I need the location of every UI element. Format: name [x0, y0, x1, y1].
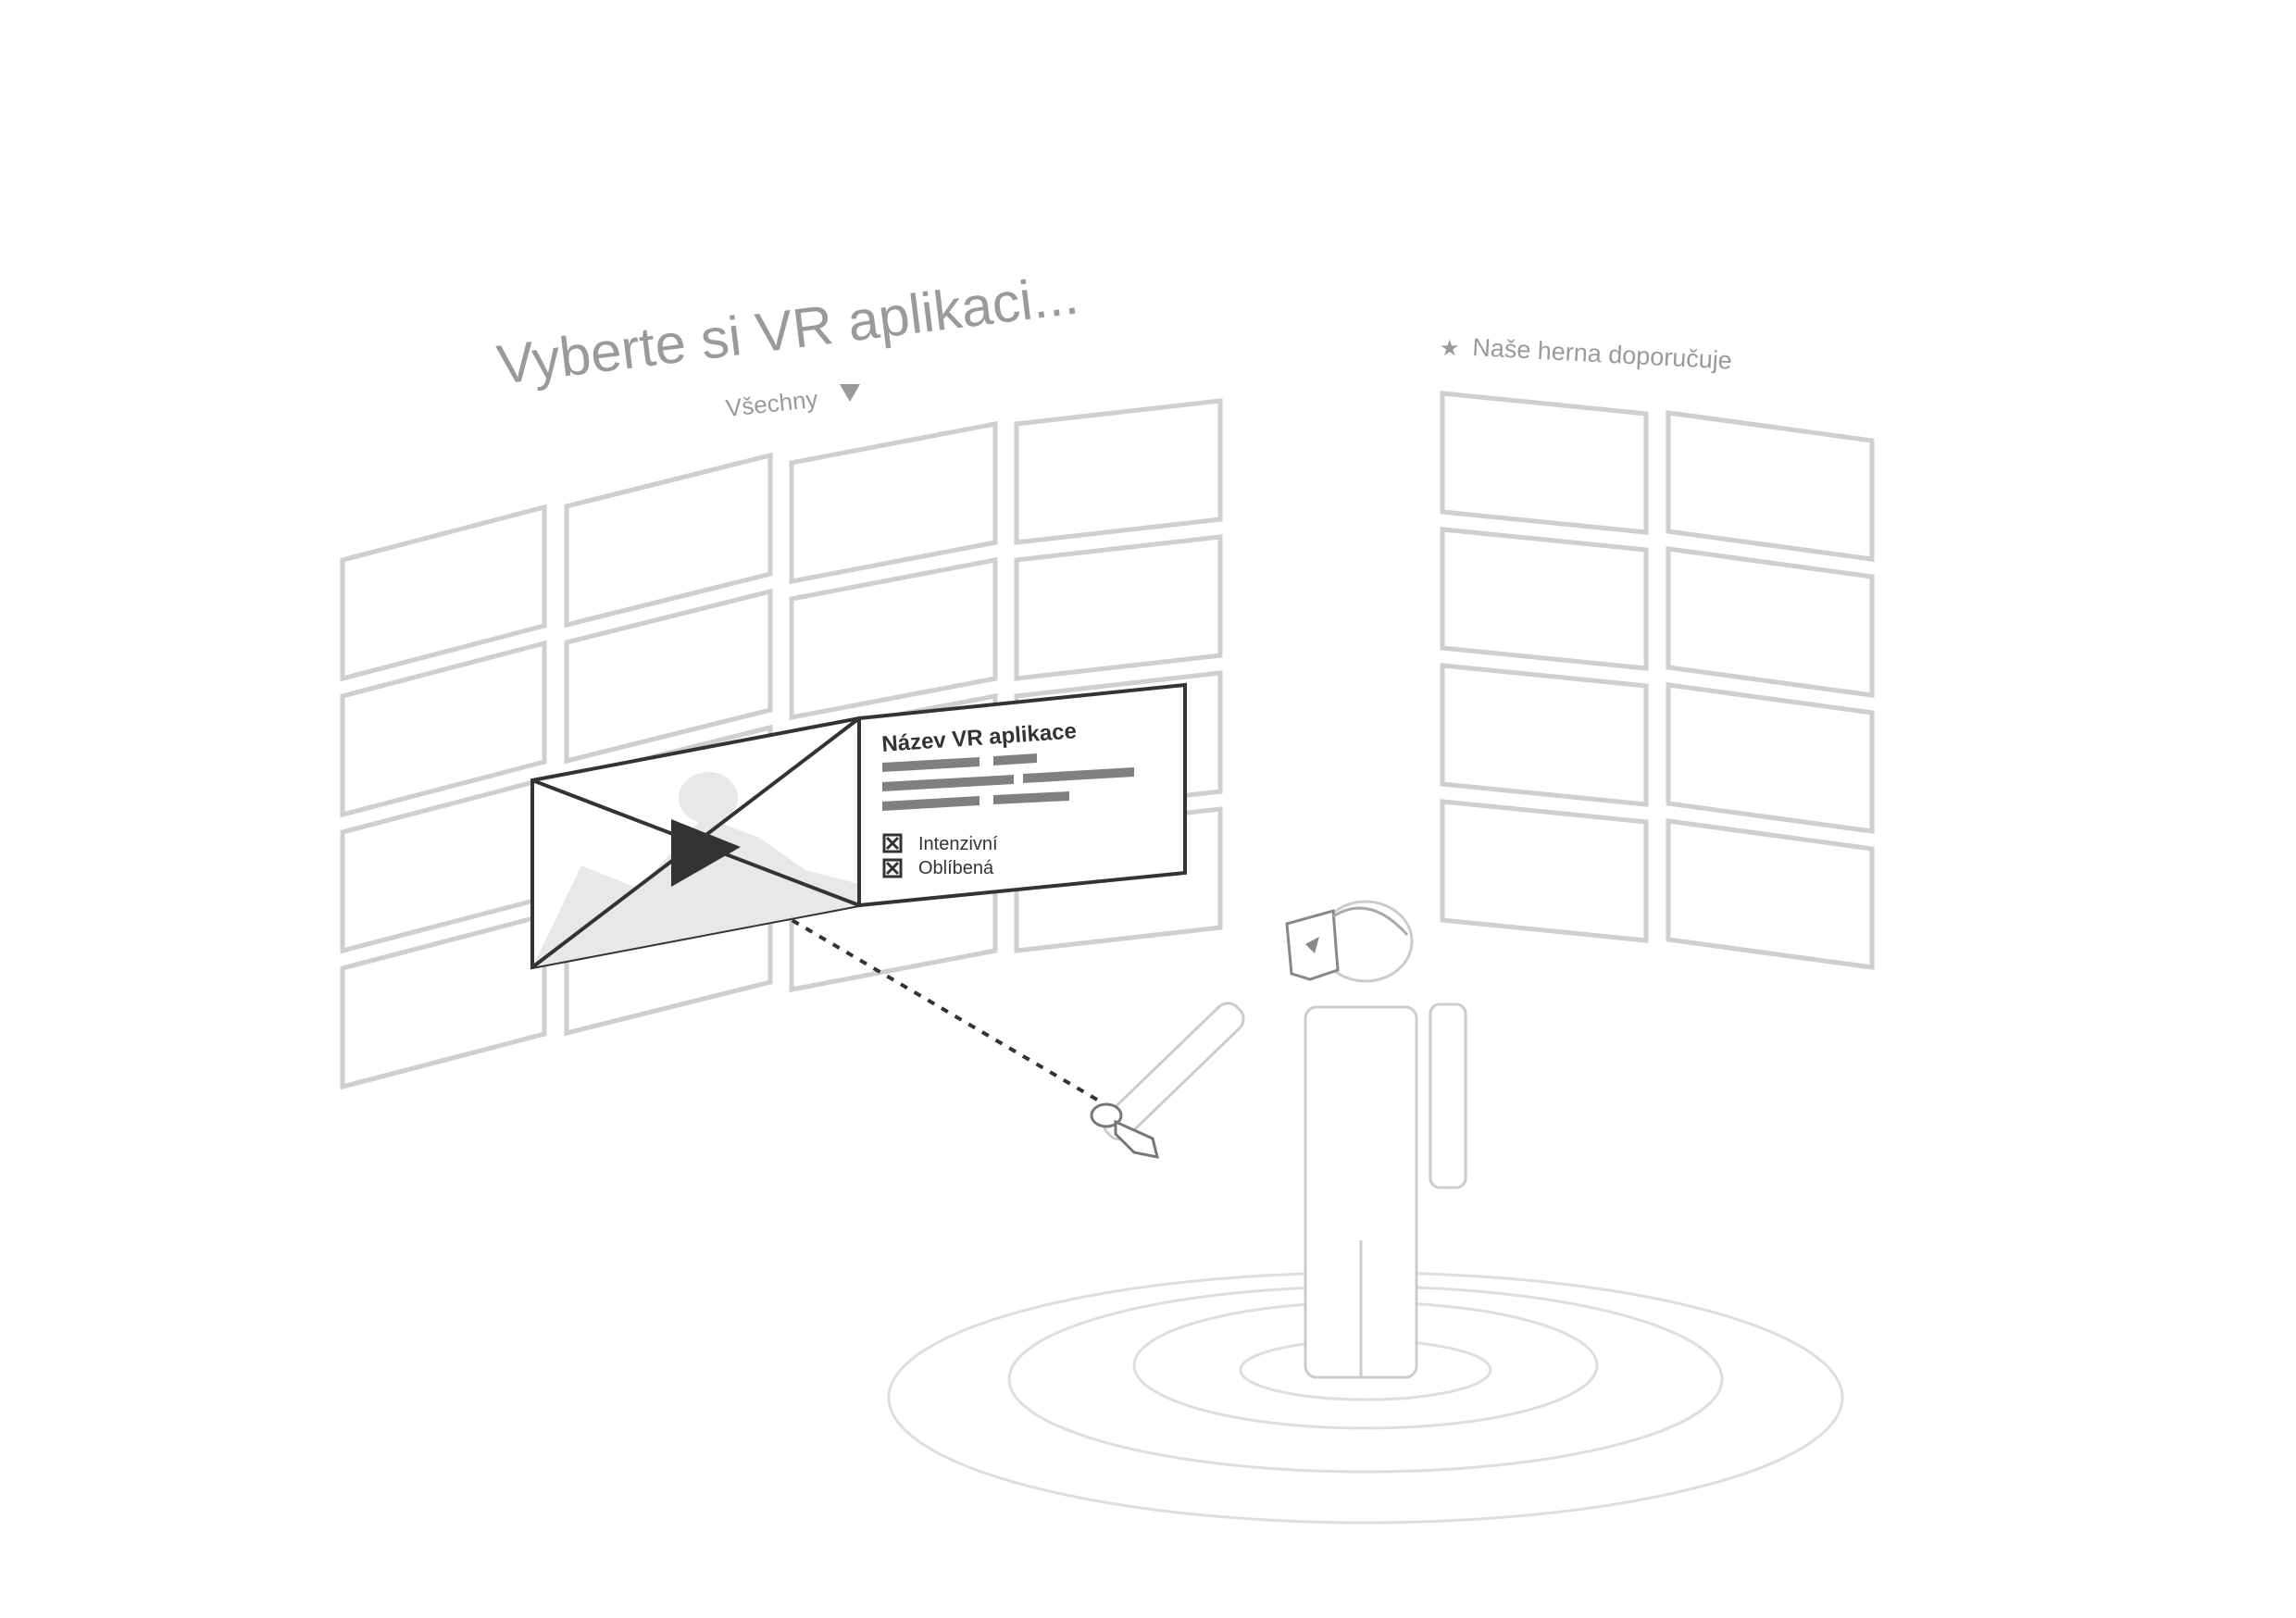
app-tile[interactable] [1014, 534, 1223, 681]
app-tile[interactable] [1440, 527, 1649, 671]
app-tile[interactable] [1666, 546, 1875, 698]
app-tile[interactable] [564, 452, 773, 629]
app-tile[interactable] [340, 912, 547, 1090]
triangle-down-icon [840, 384, 860, 402]
app-tile[interactable] [1666, 410, 1875, 562]
vr-user-figure [1090, 900, 1467, 1379]
app-info-panel: Název VR aplikace Intenzivní Oblíb [857, 682, 1187, 908]
tag-label: Oblíbená [918, 858, 994, 878]
headset-arrow-icon [1305, 937, 1319, 953]
app-tile[interactable] [1440, 799, 1649, 943]
app-tile[interactable] [340, 504, 547, 682]
app-description [882, 753, 1134, 811]
recommended-label: Naše herna doporučuje [1472, 333, 1733, 375]
app-tile[interactable] [1014, 398, 1223, 545]
app-grid-recommended [1440, 391, 1875, 970]
app-tile[interactable] [1666, 682, 1875, 834]
tag-list: Intenzivní Oblíbená [882, 833, 998, 878]
tag-oblibena[interactable]: Oblíbená [882, 858, 994, 878]
app-preview[interactable] [530, 716, 861, 970]
star-icon: ★ [1440, 336, 1460, 361]
app-tile[interactable] [564, 588, 773, 765]
app-tile[interactable] [340, 640, 547, 818]
user-front-arm [1102, 1002, 1245, 1141]
recommended-header: ★ Naše herna doporučuje [1440, 333, 1733, 375]
app-detail-card[interactable]: Název VR aplikace Intenzivní Oblíb [530, 682, 1187, 970]
tag-label: Intenzivní [918, 834, 998, 854]
play-icon[interactable] [671, 819, 741, 887]
filter-dropdown[interactable]: Všechny [724, 384, 860, 422]
app-tile[interactable] [1666, 818, 1875, 970]
image-placeholder-icon [532, 816, 859, 967]
vr-headset-strap [1332, 906, 1409, 936]
vr-controller-icon [1090, 1102, 1160, 1159]
app-tile[interactable] [1440, 663, 1649, 807]
app-tile[interactable] [1440, 391, 1649, 535]
user-back-arm [1429, 1002, 1467, 1189]
page-title: Vyberte si VR aplikaci... [493, 263, 1081, 395]
tag-intenzivni[interactable]: Intenzivní [882, 833, 998, 854]
app-tile[interactable] [789, 556, 998, 721]
app-tile[interactable] [789, 420, 998, 585]
filter-label: Všechny [724, 385, 818, 422]
